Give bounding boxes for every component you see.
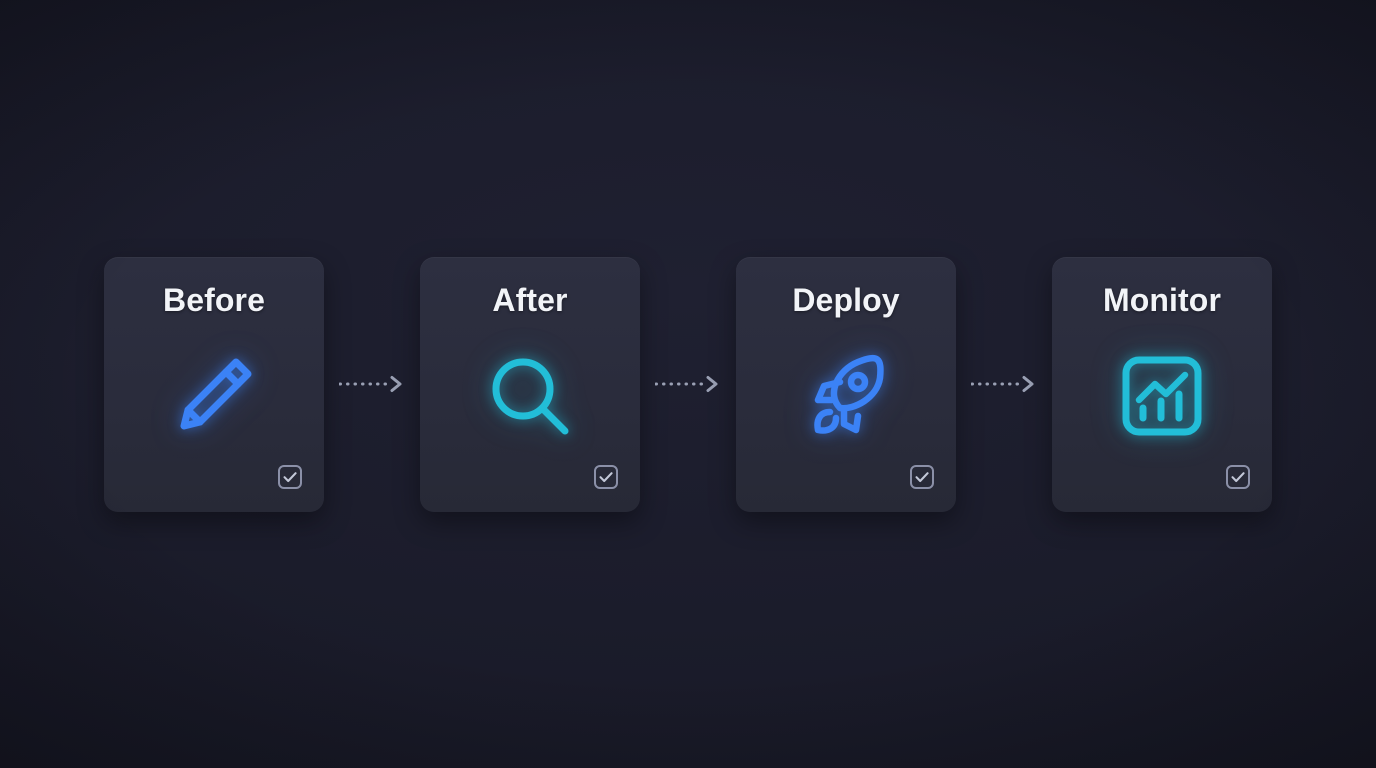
step-card-after[interactable]: After check-mark	[420, 256, 640, 512]
checkbox-state-text: check-mark	[593, 490, 594, 491]
checkbox-state-text: check-mark	[1225, 490, 1226, 491]
step-complete-checkbox[interactable]: check-mark	[909, 464, 935, 490]
step-complete-checkbox[interactable]: check-mark	[277, 464, 303, 490]
dotted-arrow-icon	[655, 376, 718, 392]
step-icon-slot	[104, 341, 324, 451]
step-icon-slot	[1052, 341, 1272, 451]
checkbox-checked-icon	[594, 464, 618, 489]
pencil-icon	[180, 358, 252, 429]
dotted-arrow-icon	[971, 376, 1034, 392]
step-card-title: After	[492, 281, 568, 318]
step-card-deploy[interactable]: Deploy	[736, 256, 956, 512]
step-icon-slot	[420, 341, 640, 451]
step-card-before[interactable]: Before chec	[104, 256, 324, 512]
magnifier-icon	[492, 358, 569, 434]
checkbox-checked-icon	[278, 464, 302, 489]
checkbox-checked-icon	[1226, 464, 1250, 489]
step-card-monitor[interactable]: Monitor	[1052, 256, 1272, 512]
step-card-title: Before	[163, 281, 265, 318]
step-card-title: Deploy	[792, 281, 900, 318]
connector-deploy-monitor	[971, 374, 1037, 394]
connector-before-after	[339, 374, 405, 394]
checkbox-state-text: check-mark	[277, 490, 278, 491]
connector-after-deploy	[655, 374, 721, 394]
checkbox-checked-icon	[910, 464, 934, 489]
rocket-icon	[814, 354, 884, 434]
step-icon-slot	[736, 341, 956, 451]
dotted-arrow-icon	[339, 376, 402, 392]
step-complete-checkbox[interactable]: check-mark	[1225, 464, 1251, 490]
process-flow: Before chec	[104, 256, 1272, 512]
checkbox-state-text: check-mark	[909, 490, 910, 491]
step-card-title: Monitor	[1103, 281, 1221, 318]
chart-monitor-icon	[1122, 356, 1202, 435]
step-complete-checkbox[interactable]: check-mark	[593, 464, 619, 490]
